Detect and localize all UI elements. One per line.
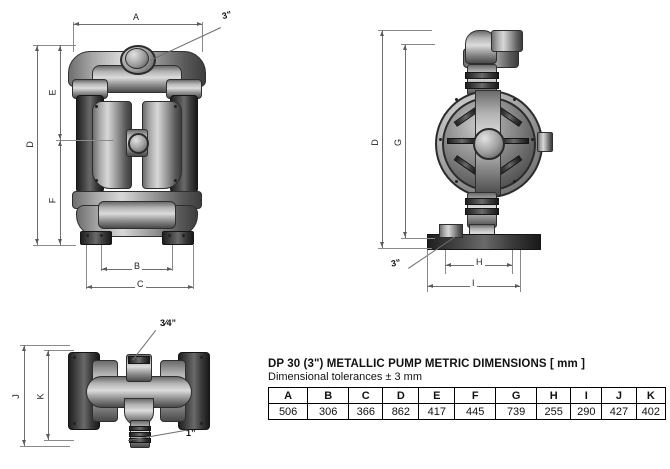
callout-port-size-side: 3”	[390, 257, 402, 269]
tolerance-note: Dimensional tolerances ± 3 mm	[268, 371, 422, 383]
table-header-row: A B C D E F G H I J K	[267, 387, 667, 404]
dimension-label-H: H	[474, 257, 485, 267]
dimension-label-A: A	[131, 12, 142, 22]
table-row: 506 306 366 862 417 445 739 255 290 427 …	[267, 403, 667, 420]
table-value-cell: 739	[495, 403, 538, 420]
dimension-label-I: I	[470, 278, 477, 288]
callout-port-size-front: 3”	[220, 8, 233, 22]
dimension-label-D-side: D	[369, 137, 380, 148]
top-view-pump-illustration	[68, 340, 210, 452]
side-view-pump-illustration	[425, 28, 555, 250]
table-header-cell: I	[570, 387, 603, 404]
table-header-cell: K	[635, 387, 667, 404]
dimension-label-G: G	[393, 136, 404, 149]
base-plate	[427, 234, 541, 250]
table-header-cell: J	[601, 387, 637, 404]
dimension-label-K: K	[35, 391, 46, 402]
table-header-cell: F	[454, 387, 497, 404]
table-value-cell: 366	[348, 403, 384, 420]
dimension-label-C: C	[135, 279, 146, 289]
dimension-label-F: F	[47, 195, 58, 206]
dimension-label-J: J	[10, 392, 21, 401]
table-value-cell: 445	[454, 403, 497, 420]
title-block: DP 30 (3") METALLIC PUMP METRIC DIMENSIO…	[267, 358, 667, 420]
dimension-label-B: B	[132, 261, 143, 271]
table-header-cell: D	[382, 387, 420, 404]
mounting-foot-right	[162, 231, 194, 245]
table-header-cell: C	[348, 387, 384, 404]
callout-air-inlet-size: 3⁄4”	[160, 318, 177, 328]
table-value-cell: 427	[601, 403, 637, 420]
table-value-cell: 417	[418, 403, 456, 420]
dimension-label-D: D	[24, 139, 35, 150]
dimension-label-E: E	[47, 87, 58, 98]
dimensions-table: A B C D E F G H I J K 506 306 366 862 41…	[267, 387, 667, 420]
front-view-pump-illustration	[62, 45, 210, 245]
mounting-foot-left	[80, 231, 112, 245]
table-value-cell: 255	[536, 403, 572, 420]
table-value-cell: 862	[382, 403, 420, 420]
callout-air-exhaust-size: 1”	[186, 428, 196, 438]
table-value-cell: 290	[570, 403, 603, 420]
center-section	[128, 133, 149, 154]
table-value-cell: 306	[307, 403, 350, 420]
table-header-cell: E	[418, 387, 456, 404]
top-view: 3⁄4” 1” J K	[0, 318, 260, 469]
table-header-cell: A	[267, 387, 309, 404]
table-header-cell: G	[495, 387, 538, 404]
side-view: D G 3” H I	[360, 0, 660, 310]
drawing-title: DP 30 (3") METALLIC PUMP METRIC DIMENSIO…	[268, 358, 586, 370]
table-header-cell: H	[536, 387, 572, 404]
table-value-cell: 402	[635, 403, 667, 420]
table-header-cell: B	[307, 387, 350, 404]
front-view: A 3” D E F B C	[0, 0, 260, 310]
air-inlet-port-side	[537, 132, 553, 152]
table-value-cell: 506	[267, 403, 309, 420]
